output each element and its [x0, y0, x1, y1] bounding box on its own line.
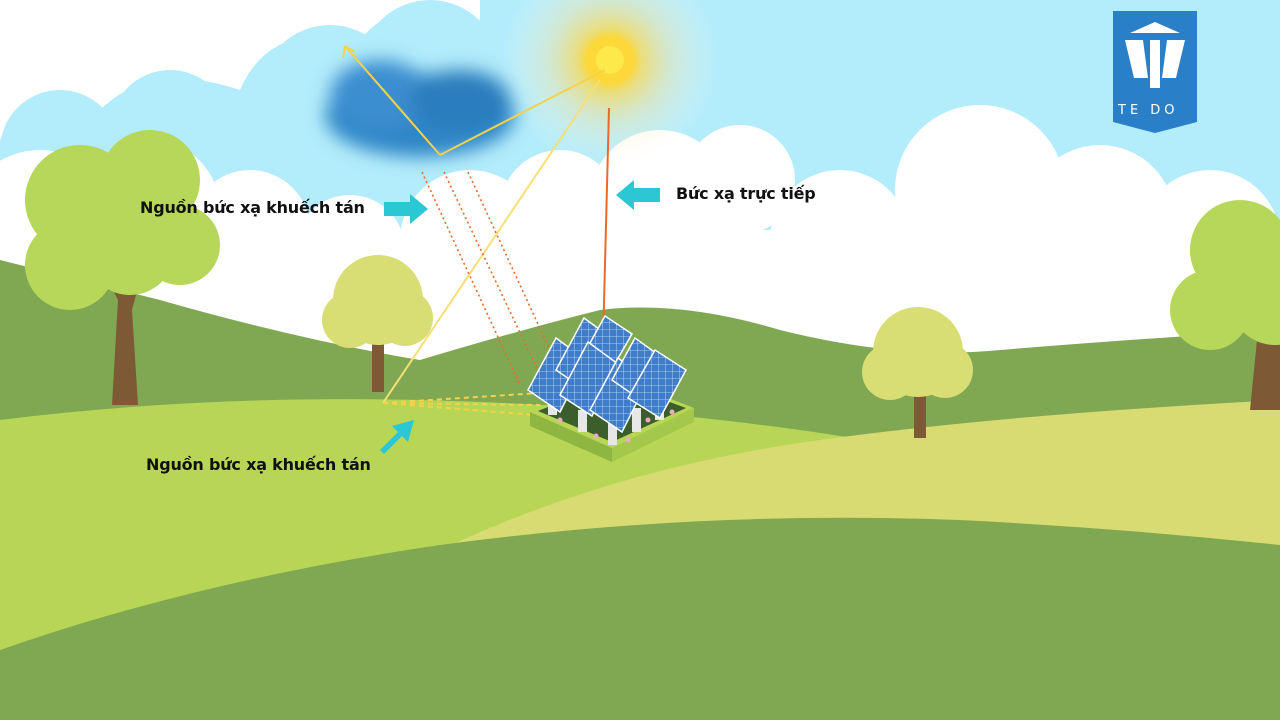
tree-left-large: [25, 130, 220, 405]
solar-farm: [527, 314, 694, 462]
tree-center-small: [322, 255, 433, 392]
tree-right-large: [1170, 200, 1280, 410]
arrow-diffuse-top: [384, 194, 428, 224]
sun: [500, 0, 720, 170]
tree-right-small: [862, 307, 973, 438]
hill-foreground: [0, 517, 1280, 720]
tedo-logo: TE DO: [1113, 11, 1197, 133]
rain-cloud: [325, 60, 515, 157]
logo-text: TE DO: [1117, 103, 1179, 118]
arrow-diffuse-bottom: [380, 420, 414, 454]
arrow-direct: [616, 180, 660, 210]
label-diffuse-radiation-bottom: Nguồn bức xạ khuếch tán: [146, 455, 371, 474]
label-diffuse-radiation-top: Nguồn bức xạ khuếch tán: [140, 198, 365, 217]
label-direct-radiation: Bức xạ trực tiếp: [676, 184, 816, 203]
